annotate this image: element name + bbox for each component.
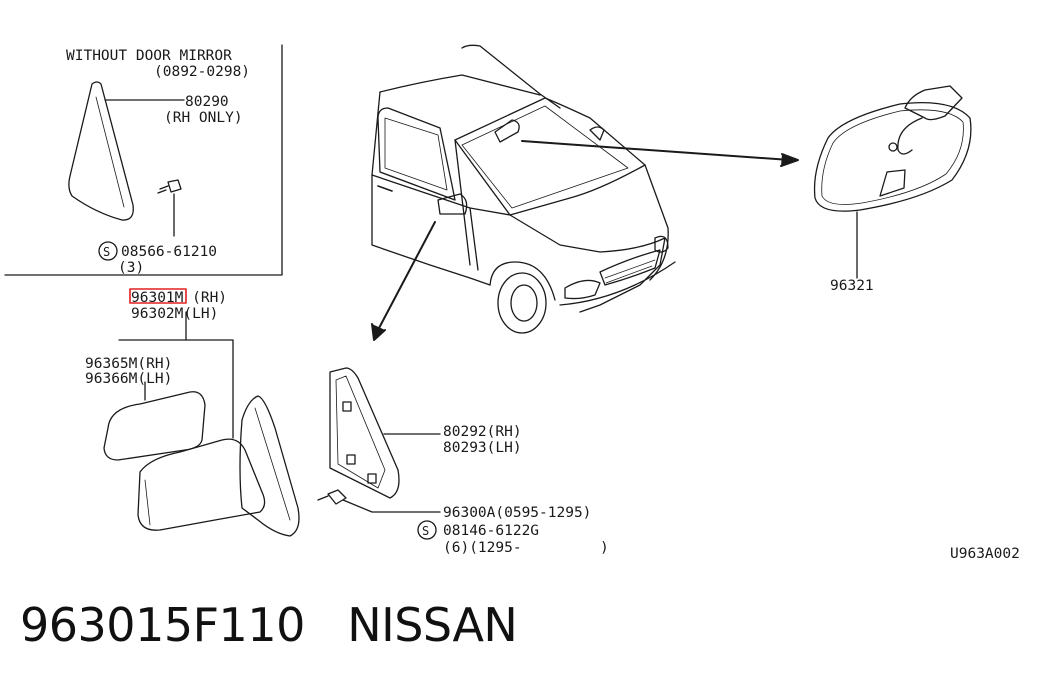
- mirror-glass-96365m: [103, 391, 206, 461]
- arrow-to-inner-mirror: [521, 140, 799, 167]
- label-80292: 80292(RH): [443, 424, 522, 440]
- label-08566: 08566-61210: [121, 244, 217, 260]
- mirror-housing: [137, 438, 266, 531]
- screw-icon: [157, 179, 182, 237]
- brand-name: NISSAN: [347, 598, 518, 652]
- arrow-to-door-mirror: [371, 221, 436, 341]
- label-80290-note: (RH ONLY): [164, 110, 243, 126]
- label-96366m: 96366M(LH): [85, 371, 172, 387]
- screw-s-symbol-2: [417, 520, 437, 540]
- bolt-icon: [317, 489, 441, 513]
- label-96365m: 96365M(RH): [85, 356, 172, 372]
- label-96321: 96321: [830, 278, 874, 294]
- label-08566-qty: (3): [118, 260, 144, 276]
- label-08146-qty: (6)(1295-: [443, 540, 522, 556]
- label-96302m: 96302M(LH): [131, 306, 218, 322]
- corner-finisher-80292: [329, 367, 441, 499]
- inset-date: (0892-0298): [154, 64, 250, 80]
- label-80293: 80293(LH): [443, 440, 522, 456]
- cover-80290: [68, 81, 134, 221]
- highlighted-part-box: [129, 288, 187, 304]
- inner-mirror-96321: [813, 85, 972, 279]
- vehicle-drawing: [371, 44, 676, 334]
- screw-s-letter-2: S: [422, 524, 429, 538]
- screw-s-symbol: [98, 241, 118, 261]
- footer-caption: 963015F110 NISSAN: [20, 598, 518, 652]
- wheel: [497, 272, 547, 334]
- label-80290: 80290: [185, 94, 229, 110]
- part-number: 963015F110: [20, 598, 305, 652]
- label-96301m: 96301M (RH): [131, 290, 227, 306]
- label-08146: 08146-6122G: [443, 523, 539, 539]
- label-96300a: 96300A(0595-1295): [443, 505, 591, 521]
- screw-s-letter: S: [103, 245, 110, 259]
- figure-code: U963A002: [950, 546, 1020, 562]
- inset-title: WITHOUT DOOR MIRROR: [66, 48, 232, 64]
- door-mirror-assembly: [103, 311, 441, 537]
- label-08146-close: ): [600, 540, 609, 556]
- inset-without-door-mirror: [4, 44, 283, 276]
